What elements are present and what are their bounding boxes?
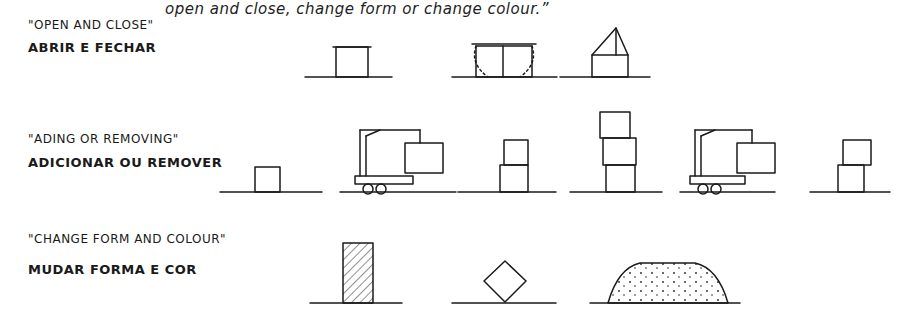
three-box-stack [570,112,662,192]
roofed-box [560,28,650,77]
single-box [220,167,322,192]
crane-with-box [680,130,775,194]
opened-box [452,44,557,77]
row-translation: ADICIONAR OU REMOVER [28,155,222,170]
row-translation: MUDAR FORMA E COR [28,262,197,277]
diamond-shape [452,261,556,303]
row-title: "CHANGE FORM AND COLOUR" [28,232,226,246]
closed-box [305,47,392,77]
row-title: "ADING OR REMOVING" [28,132,179,146]
crane-with-box [340,130,456,194]
two-box-stack [810,140,890,192]
hatched-block [310,243,402,303]
two-box-stack [458,140,556,192]
top-caption: open and close, change form or change co… [165,0,549,18]
row-translation: ABRIR E FECHAR [28,40,156,55]
row-title: "OPEN AND CLOSE" [28,18,154,32]
dotted-mound [590,263,740,303]
